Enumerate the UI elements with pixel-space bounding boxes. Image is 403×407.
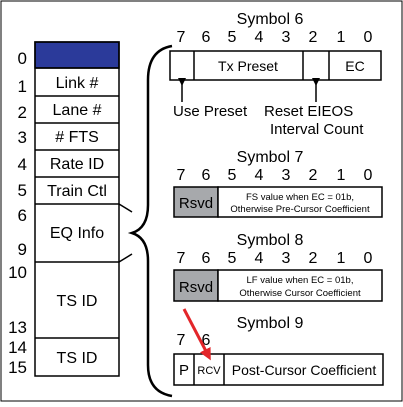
bit-number: 7 <box>177 250 186 267</box>
rsvd-field: Rsvd <box>179 195 213 212</box>
row-number: 4 <box>18 155 27 174</box>
bit-number: 1 <box>337 250 346 267</box>
reset-eieos-label: Reset EIEOS <box>264 103 353 120</box>
bit-numbers: 7 6 5 4 3 2 1 0 <box>177 29 373 46</box>
bit-number: 4 <box>255 167 264 184</box>
bit-number: 6 <box>202 167 211 184</box>
bit-number: 7 <box>177 29 186 46</box>
row-lane-number: Lane # <box>53 102 102 119</box>
row-number: 10 <box>8 263 27 282</box>
row-eq-info: EQ Info <box>50 225 104 242</box>
row-train-ctl: Train Ctl <box>47 183 107 200</box>
bit-number: 5 <box>228 29 237 46</box>
rsvd-field: Rsvd <box>179 279 213 296</box>
interval-count-label: Interval Count <box>270 121 364 138</box>
row-number: 0 <box>18 49 27 68</box>
bit-number: 4 <box>255 29 264 46</box>
lf-value-text: LF value when EC = 01b, <box>247 275 354 286</box>
ec-field: EC <box>345 58 364 74</box>
bit-number: 1 <box>337 29 346 46</box>
bit-number: 2 <box>309 250 318 267</box>
curly-brace <box>127 44 173 398</box>
bit-number: 5 <box>228 167 237 184</box>
bit-number: 4 <box>255 250 264 267</box>
row-link-number: Link # <box>56 75 99 92</box>
bit-numbers: 7 6 5 4 3 2 1 0 <box>177 167 373 184</box>
bit-number: 0 <box>364 250 373 267</box>
row-number: 2 <box>18 103 27 122</box>
ts-ordered-set-table: Link # Lane # # FTS Rate ID Train Ctl EQ… <box>34 41 120 377</box>
bit-number: 1 <box>337 167 346 184</box>
row-ts-id: TS ID <box>57 350 98 367</box>
bit-number: 2 <box>309 29 318 46</box>
table-border <box>34 41 120 377</box>
red-arrow-icon <box>182 308 211 361</box>
row-number: 3 <box>18 128 27 147</box>
bit-numbers: 7 6 <box>177 332 211 349</box>
bit-number: 5 <box>228 250 237 267</box>
symbol-8: Symbol 8 7 6 5 4 3 2 1 0 Rsvd LF value w… <box>173 232 383 302</box>
bit-number: 0 <box>364 167 373 184</box>
cursor-text: Otherwise Cursor Coefficient <box>239 288 361 299</box>
row-rate-id: Rate ID <box>50 156 104 173</box>
symbol-9: Symbol 9 7 6 P RCV Post-Cursor Coefficie… <box>173 308 384 386</box>
row-number: 13 <box>8 318 27 337</box>
row-number: 15 <box>8 358 27 377</box>
row-number: 6 <box>18 206 27 225</box>
use-preset-label: Use Preset <box>173 103 248 120</box>
tx-preset-field: Tx Preset <box>218 58 278 74</box>
row-ts-id: TS ID <box>57 293 98 310</box>
bit-number: 6 <box>202 29 211 46</box>
bit-number: 2 <box>309 167 318 184</box>
symbol-6-title: Symbol 6 <box>237 11 304 28</box>
row-0-highlight <box>34 41 120 69</box>
row-number: 5 <box>18 181 27 200</box>
row-number: 1 <box>18 77 27 96</box>
symbol-8-title: Symbol 8 <box>237 232 304 249</box>
p-field: P <box>179 362 189 379</box>
bit-number: 7 <box>177 167 186 184</box>
symbol-6: Symbol 6 7 6 5 4 3 2 1 0 Tx Preset EC Us… <box>169 11 382 138</box>
symbol-9-title: Symbol 9 <box>237 315 304 332</box>
fs-value-text: FS value when EC = 01b, <box>246 192 354 203</box>
post-cursor-field: Post-Cursor Coefficient <box>232 362 377 378</box>
bit-number: 6 <box>202 332 211 349</box>
row-number: 9 <box>18 240 27 259</box>
symbol-7: Symbol 7 7 6 5 4 3 2 1 0 Rsvd FS value w… <box>173 149 383 218</box>
bit-number: 0 <box>364 29 373 46</box>
bit-number: 3 <box>282 167 291 184</box>
symbol-7-title: Symbol 7 <box>237 149 304 166</box>
bit-numbers: 7 6 5 4 3 2 1 0 <box>177 250 373 267</box>
bit-number: 7 <box>177 332 186 349</box>
row-fts: # FTS <box>55 129 99 146</box>
eq-info-connector <box>118 203 133 263</box>
bit-number: 6 <box>202 250 211 267</box>
pre-cursor-text: Otherwise Pre-Cursor Coefficient <box>230 204 370 215</box>
bit-number: 3 <box>282 250 291 267</box>
row-number: 14 <box>8 338 27 357</box>
bit-number: 3 <box>282 29 291 46</box>
rcv-field: RCV <box>197 365 221 377</box>
